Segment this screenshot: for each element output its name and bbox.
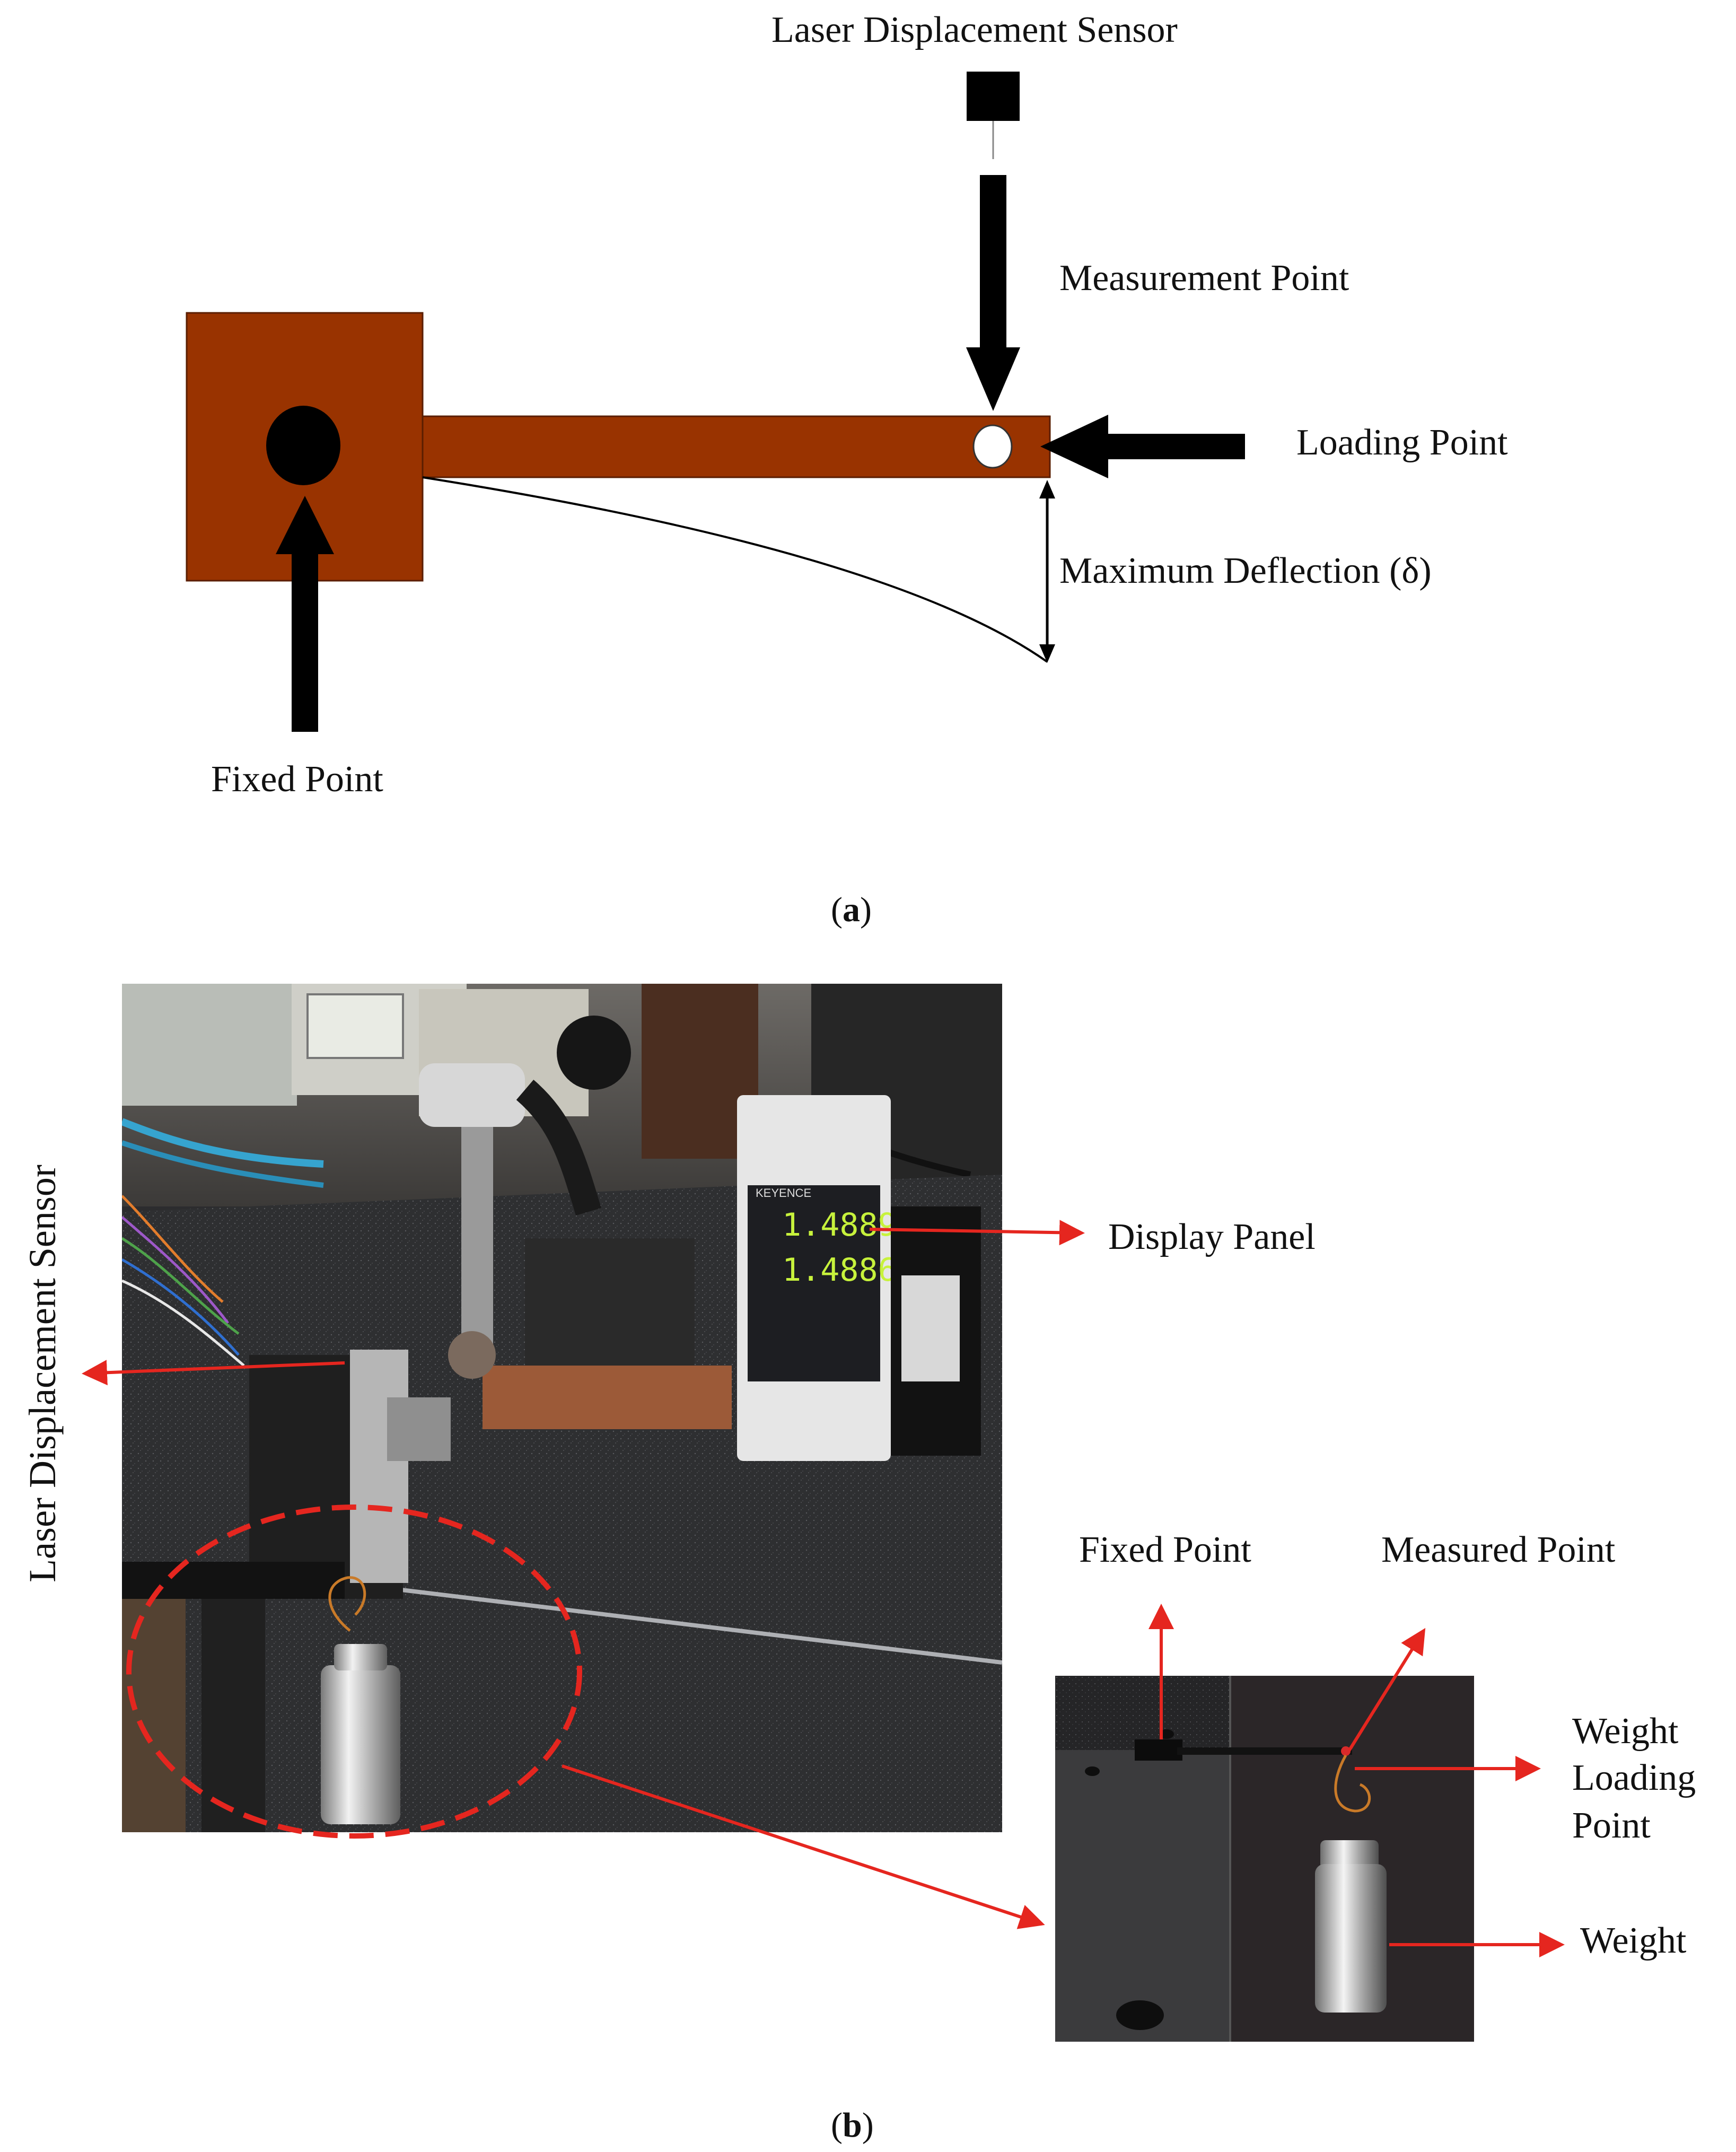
loading-arrow: [1040, 415, 1245, 478]
measurement-point-label: Measurement Point: [1059, 258, 1349, 299]
caption-b: (b): [831, 2106, 874, 2145]
laser-sensor-block: [967, 72, 1020, 121]
fixed-point-label-a: Fixed Point: [211, 759, 383, 800]
weight-loading-label-line1: Weight: [1572, 1711, 1679, 1752]
max-deflection-label: Maximum Deflection (δ): [1059, 550, 1432, 591]
deflection-dimension-arrow: [1039, 480, 1055, 663]
sensor-label-a: Laser Displacement Sensor: [771, 10, 1178, 50]
inset-beam: [1177, 1747, 1352, 1755]
weight-photo-main: [321, 1665, 400, 1824]
measurement-arrow: [966, 175, 1020, 411]
deflection-curve: [422, 476, 1048, 663]
weight-photo-inset: [1315, 1864, 1387, 2013]
display-panel-label: Display Panel: [1108, 1217, 1316, 1257]
inset-photo: [1055, 1676, 1474, 2042]
measured-point-label: Measured Point: [1381, 1529, 1616, 1570]
display-brand: KEYENCE: [756, 1186, 811, 1200]
main-photo: KEYENCE 1.4889 1.4886: [122, 984, 1002, 1832]
display-readout-bottom: 1.4886: [782, 1252, 897, 1289]
weight-label: Weight: [1580, 1920, 1687, 1961]
loading-point-label: Loading Point: [1296, 422, 1508, 463]
weight-loading-label-line2: Loading: [1572, 1757, 1696, 1798]
sensor-label-b: Laser Displacement Sensor: [21, 1165, 64, 1582]
fixed-point-label-b: Fixed Point: [1079, 1529, 1251, 1570]
panel-a-diagram: [186, 72, 1245, 732]
weight-loading-label-line3: Point: [1572, 1805, 1651, 1846]
loading-point-hole: [972, 424, 1013, 469]
fixed-pivot: [266, 406, 340, 485]
cantilever-beam: [422, 415, 1051, 478]
caption-a: (a): [831, 890, 872, 929]
fixed-point-arrow: [276, 496, 334, 732]
display-readout-top: 1.4889: [782, 1206, 897, 1244]
